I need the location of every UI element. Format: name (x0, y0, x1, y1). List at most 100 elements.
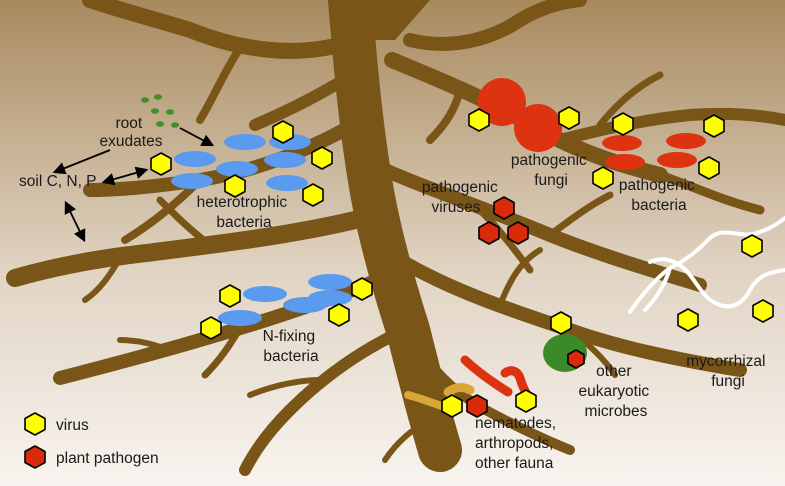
virus-icon (272, 120, 294, 144)
label-soil-cnp: soil C, N, P (19, 173, 97, 190)
virus-icon (550, 311, 572, 335)
root-branch (247, 377, 323, 398)
virus-icon (592, 166, 614, 190)
virus-icon (150, 152, 172, 176)
virus-icon (703, 114, 725, 138)
virus-icon (468, 108, 490, 132)
legend-virus-label: virus (56, 417, 89, 434)
label-heterotrophic-bacteria: heterotrophic bacteria (197, 194, 292, 231)
virus-particles (150, 106, 774, 418)
pathogenic-fungi (478, 78, 562, 152)
root-branch (82, 255, 123, 303)
virus-icon (741, 234, 763, 258)
label-other-eukaryotic-microbes: other eukaryotic microbes (579, 363, 654, 420)
exudate-dot (171, 122, 179, 128)
fungal-cell (478, 78, 526, 126)
root-exudates (141, 94, 179, 128)
virus-icon (612, 112, 634, 136)
virus-icon (302, 183, 324, 207)
plant-pathogen-icon (466, 394, 488, 418)
pathogenic-bacterium (605, 154, 645, 170)
label-fauna: nematodes, arthropods, other fauna (475, 415, 560, 472)
bacterium (174, 151, 216, 167)
legend-plant-pathogen-label: plant pathogen (56, 450, 159, 467)
legend: virus plant pathogen (24, 412, 159, 469)
bacterium (266, 175, 308, 191)
root-branch (567, 327, 618, 378)
pathogenic-bacterium (666, 133, 706, 149)
root-branch (196, 44, 244, 124)
arrow-exudates-to-bacteria (179, 127, 215, 147)
label-pathogenic-bacteria: pathogenic bacteria (619, 177, 699, 214)
bacterium (224, 134, 266, 150)
bacterium (308, 274, 352, 290)
nematode-tan (404, 391, 446, 410)
bacterium (264, 152, 306, 168)
root-branch (554, 107, 785, 146)
plant-pathogen-icon (507, 221, 529, 245)
arrow-soil-bacteria (101, 166, 149, 186)
label-pathogenic-fungi: pathogenic fungi (511, 152, 591, 189)
label-root-exudates: root exudates (100, 115, 163, 150)
bacterium (171, 173, 213, 189)
virus-icon (698, 156, 720, 180)
virus-icon (200, 316, 222, 340)
nematode-tan (443, 383, 475, 397)
virus-icon (558, 106, 580, 130)
root-branch (6, 206, 384, 287)
root-branch (239, 324, 411, 476)
virus-icon (219, 284, 241, 308)
nutrient-flow-arrows (52, 127, 215, 243)
root-branch (249, 64, 366, 131)
virus-icon (515, 389, 537, 413)
virus-icon (351, 277, 373, 301)
root-branch (655, 170, 765, 215)
root-branch (156, 196, 214, 249)
plant-pathogen-icon (493, 196, 515, 220)
main-root (328, 0, 462, 472)
pathogenic-bacterium (657, 152, 697, 168)
n-fixing-bacteria (218, 274, 352, 326)
virus-icon (328, 303, 350, 327)
pathogenic-virus-particles (466, 196, 585, 418)
mycorrhizal-hyphae (628, 216, 785, 314)
root-branch (382, 417, 433, 463)
root-branch (82, 0, 363, 59)
root-branch (403, 0, 587, 51)
exudate-dot (141, 97, 149, 103)
bacterium (283, 297, 327, 313)
root-branch (426, 86, 464, 144)
legend-plant-pathogen-icon (24, 445, 46, 469)
pathogenic-bacteria (602, 133, 706, 170)
nematode-red (460, 355, 513, 397)
label-n-fixing-bacteria: N-fixing bacteria (263, 328, 320, 365)
plant-pathogen-icon (567, 349, 585, 369)
arrow-soil-deep (64, 200, 86, 243)
root-branch (546, 191, 614, 239)
trunk-flare (330, 0, 430, 40)
label-mycorrhizal-fungi: mycorrhizal fungi (686, 353, 770, 390)
bacterium (243, 286, 287, 302)
virus-icon (311, 146, 333, 170)
label-pathogenic-viruses: pathogenic viruses (422, 179, 502, 216)
bacterium (216, 161, 258, 177)
virus-icon (677, 308, 699, 332)
labels: root exudates soil C, N, P heterotrophic… (19, 115, 770, 472)
bacterium (218, 310, 262, 326)
legend-virus-icon (24, 412, 46, 436)
root-branch (497, 247, 543, 308)
plant-pathogen-icon (478, 221, 500, 245)
virus-icon (752, 299, 774, 323)
exudate-dot (166, 109, 174, 115)
root-branch (117, 337, 173, 353)
exudate-dot (151, 108, 159, 114)
root-branch (201, 324, 244, 379)
virus-icon (441, 394, 463, 418)
arrow-exudates-to-soil (52, 149, 111, 175)
root-branch (596, 71, 664, 129)
fungal-cell (514, 104, 562, 152)
exudate-dot (156, 121, 164, 127)
virus-icon (224, 174, 246, 198)
root-branch (415, 345, 575, 455)
